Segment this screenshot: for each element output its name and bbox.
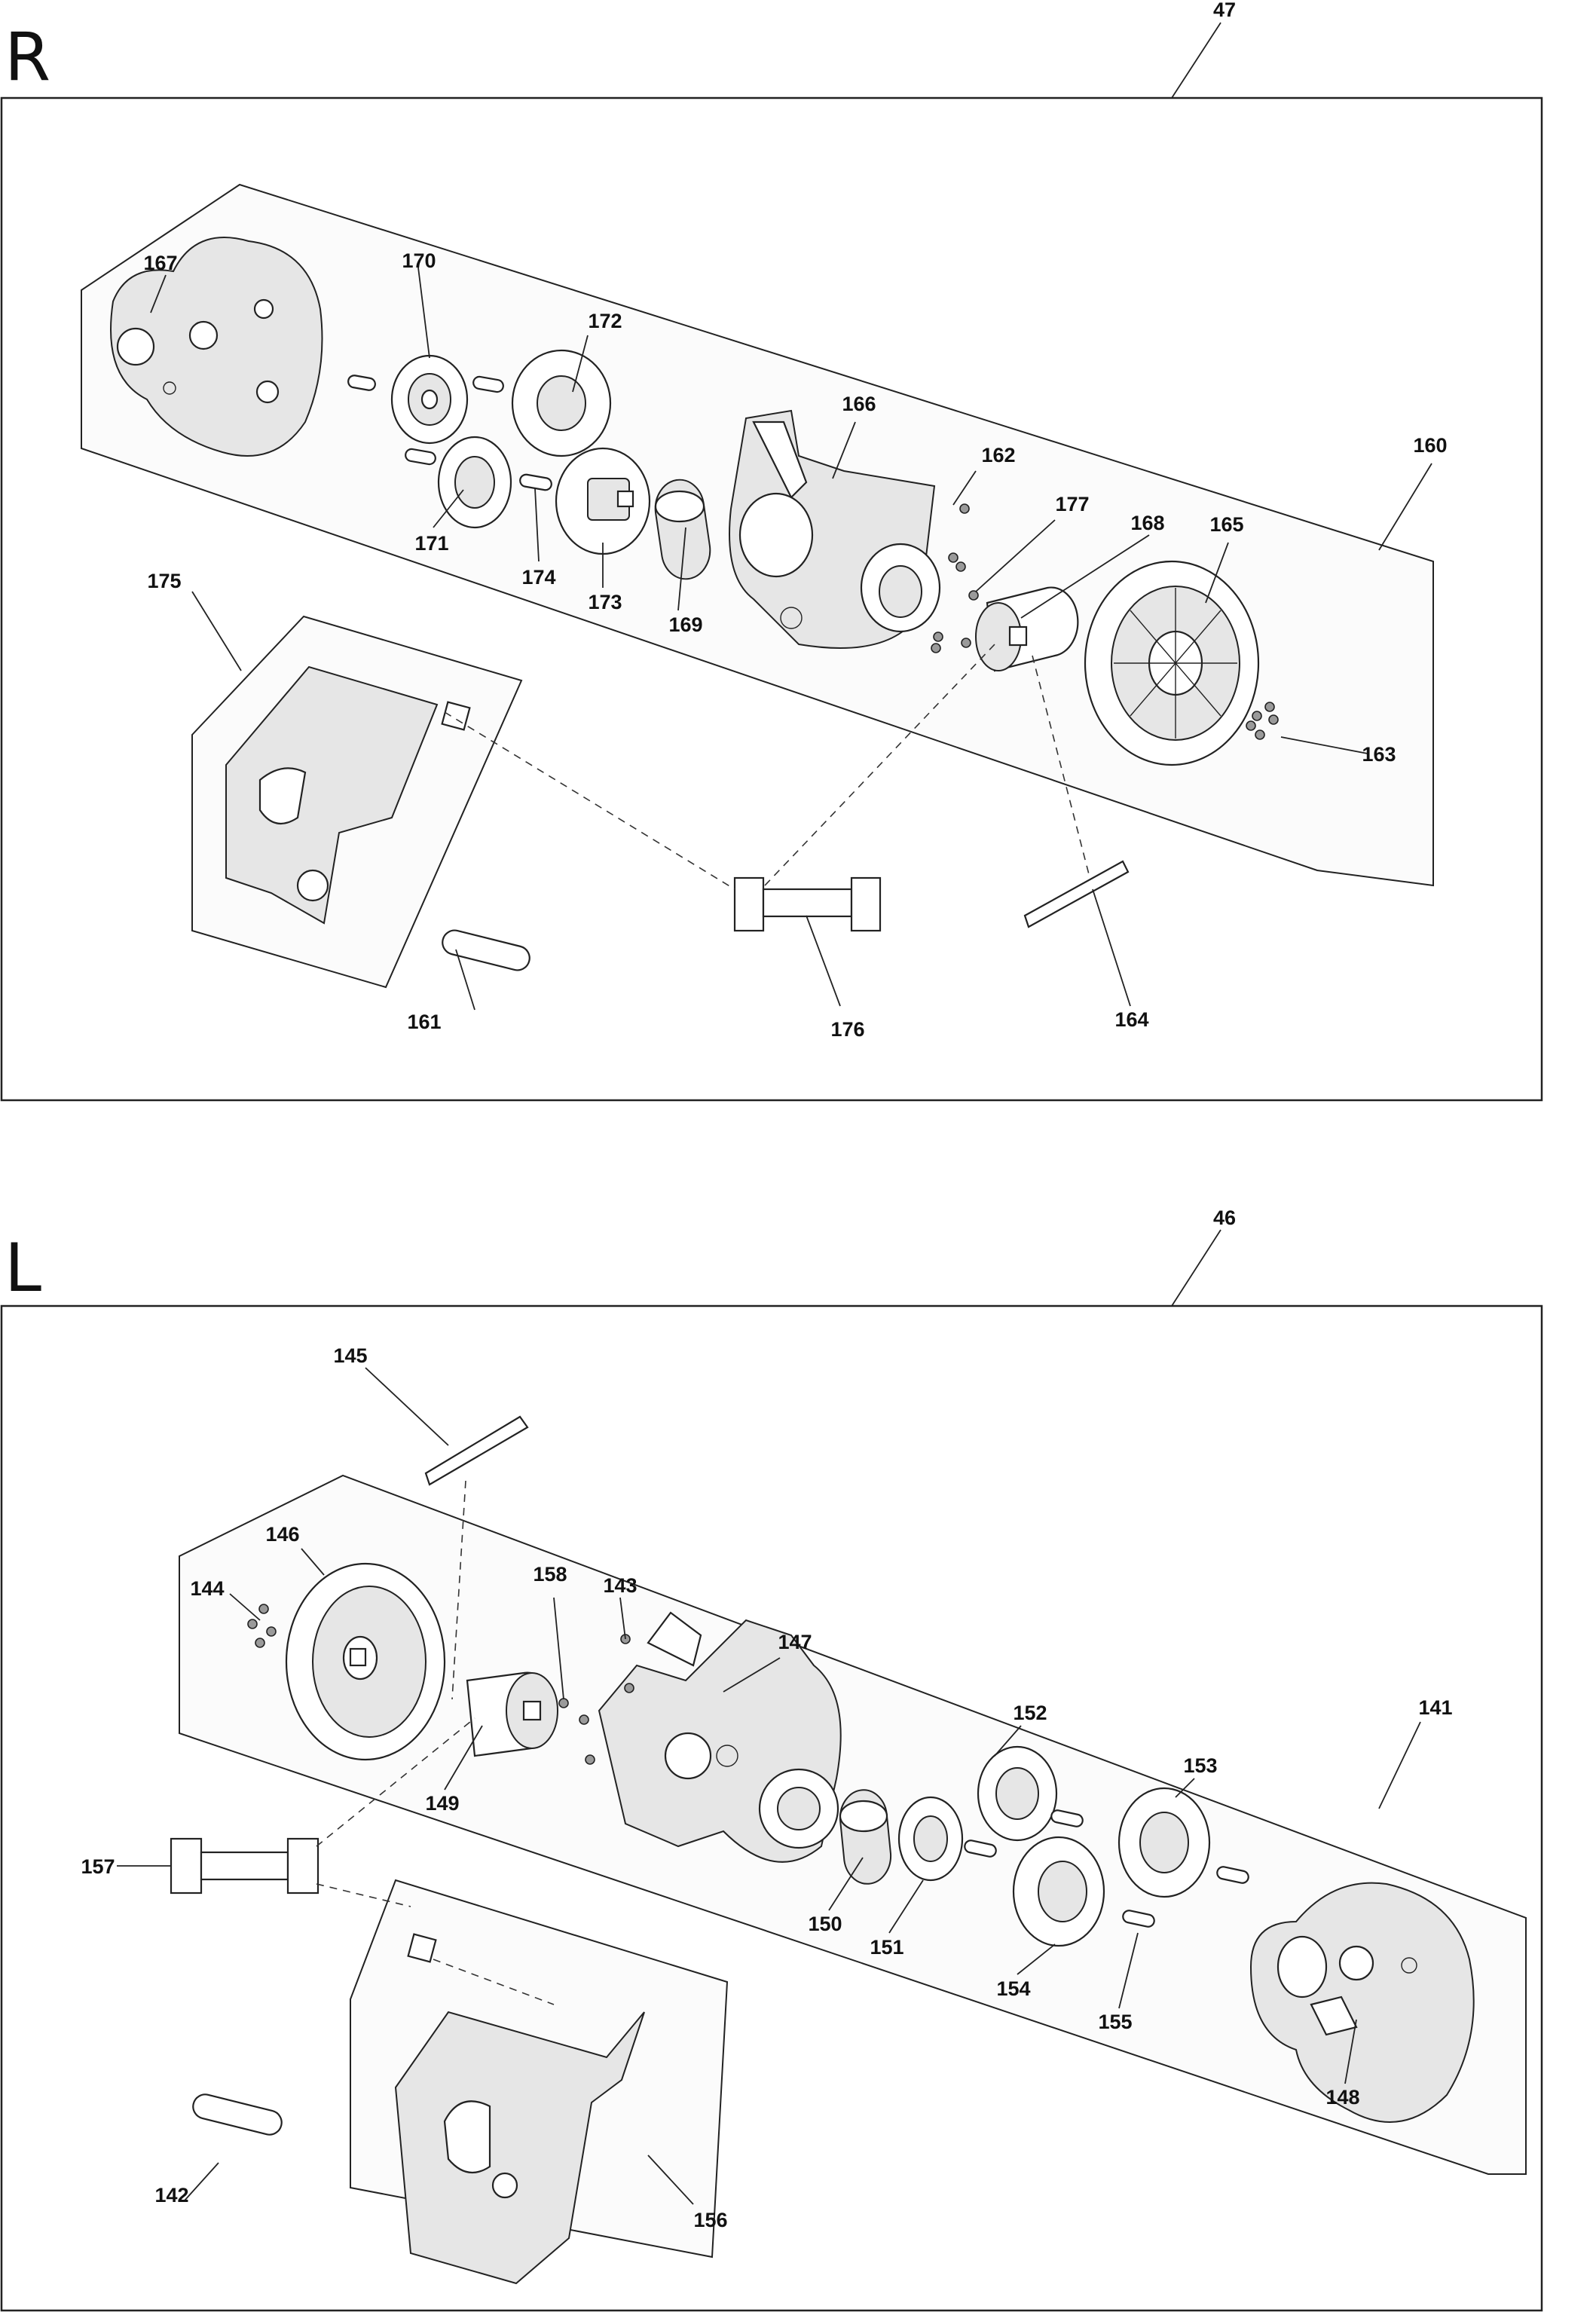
- strip-145: [424, 1415, 529, 1486]
- side-cover-175: [225, 665, 471, 925]
- screw-177: [968, 590, 979, 601]
- section-letter-l: L: [5, 1229, 41, 1307]
- section-right: R 47: [0, 0, 1543, 1102]
- assembly-47-leader: [1171, 22, 1221, 99]
- screw-extra: [961, 638, 971, 648]
- callout-176: 176: [830, 1018, 864, 1041]
- callout-149: 149: [425, 1792, 459, 1815]
- callout-144: 144: [190, 1577, 224, 1600]
- callout-143: 143: [603, 1574, 637, 1597]
- callout-146: 146: [265, 1523, 299, 1546]
- align-line-l3: [316, 1883, 411, 1907]
- gearbox-housing-147: [598, 1611, 842, 1863]
- callout-153: 153: [1183, 1754, 1217, 1777]
- pin-174: [519, 473, 552, 491]
- callout-161: 161: [407, 1011, 441, 1033]
- callout-148: 148: [1325, 2086, 1359, 2109]
- screws-163: [1246, 702, 1279, 740]
- gear-170: [390, 354, 469, 445]
- motor-168: [975, 586, 1079, 672]
- gearbox-housing-166: [729, 409, 941, 649]
- gear-172: [511, 349, 612, 457]
- section-left: L 46: [0, 1206, 1543, 2312]
- callout-156: 156: [693, 2209, 727, 2231]
- section-r-frame: [0, 96, 1543, 1102]
- pin-1: [347, 375, 376, 391]
- callout-147: 147: [778, 1631, 812, 1653]
- wheel-165: [1084, 560, 1260, 766]
- assembly-ref-47: 47: [1213, 0, 1236, 21]
- assembly-ref-46: 46: [1213, 1206, 1236, 1229]
- pin-2: [472, 375, 504, 393]
- callout-150: 150: [808, 1913, 842, 1935]
- callout-151: 151: [870, 1936, 903, 1959]
- leaders-r: [150, 267, 1432, 1011]
- pin-l3: [1216, 1866, 1249, 1884]
- callout-174: 174: [521, 566, 555, 589]
- callout-165: 165: [1209, 513, 1243, 536]
- pin-155: [1122, 1910, 1155, 1928]
- align-line-r2: [764, 644, 995, 886]
- callout-145: 145: [333, 1344, 367, 1367]
- gear-171: [437, 436, 512, 529]
- bushing-150: [839, 1789, 892, 1885]
- callout-157: 157: [81, 1855, 115, 1878]
- motor-149: [466, 1671, 558, 1757]
- align-line-l1: [451, 1480, 466, 1700]
- gear-cover-167: [110, 237, 323, 457]
- callout-162: 162: [981, 444, 1015, 466]
- pin-l1: [964, 1840, 997, 1858]
- gear-152: [977, 1745, 1058, 1842]
- callout-155: 155: [1098, 2011, 1132, 2033]
- callout-152: 152: [1013, 1702, 1047, 1724]
- section-l-frame: [0, 1304, 1543, 2312]
- callout-168: 168: [1130, 512, 1164, 534]
- gear-173: [555, 447, 651, 555]
- align-line-l2: [316, 1717, 475, 1847]
- callout-173: 173: [588, 591, 622, 613]
- side-cover-156: [394, 1933, 645, 2285]
- align-line-r1: [444, 711, 735, 890]
- screws-162: [931, 503, 970, 653]
- callout-163: 163: [1362, 743, 1396, 766]
- callout-141: 141: [1418, 1696, 1452, 1719]
- section-letter-r: R: [5, 18, 50, 96]
- callout-154: 154: [996, 1977, 1030, 2000]
- leaders-l: [117, 1367, 1421, 2205]
- callout-177: 177: [1055, 493, 1089, 515]
- callout-175: 175: [147, 570, 181, 592]
- pin-l2: [1050, 1809, 1084, 1827]
- callout-142: 142: [154, 2184, 188, 2206]
- pin-142: [192, 2093, 283, 2136]
- callout-169: 169: [668, 613, 702, 636]
- callout-172: 172: [588, 310, 622, 332]
- callout-166: 166: [842, 393, 876, 415]
- screws-144: [247, 1604, 277, 1648]
- gear-151: [897, 1796, 964, 1882]
- axle-157: [170, 1837, 320, 1895]
- callout-158: 158: [533, 1563, 567, 1586]
- screw-158: [558, 1698, 569, 1708]
- pin-3: [405, 448, 436, 466]
- callout-160: 160: [1413, 434, 1447, 457]
- gear-154: [1012, 1836, 1105, 1947]
- bushing-169: [654, 479, 711, 580]
- callout-164: 164: [1114, 1008, 1148, 1031]
- pin-161: [442, 929, 530, 971]
- align-line-r3: [1032, 655, 1090, 875]
- callout-171: 171: [414, 532, 448, 555]
- gear-153: [1118, 1787, 1211, 1898]
- assembly-46-leader: [1171, 1229, 1221, 1307]
- wheel-146: [285, 1562, 446, 1761]
- callout-170: 170: [402, 249, 436, 272]
- strip-164: [1023, 860, 1130, 928]
- axle-176: [733, 876, 882, 932]
- gear-cover-148: [1249, 1882, 1475, 2123]
- callout-167: 167: [143, 252, 177, 274]
